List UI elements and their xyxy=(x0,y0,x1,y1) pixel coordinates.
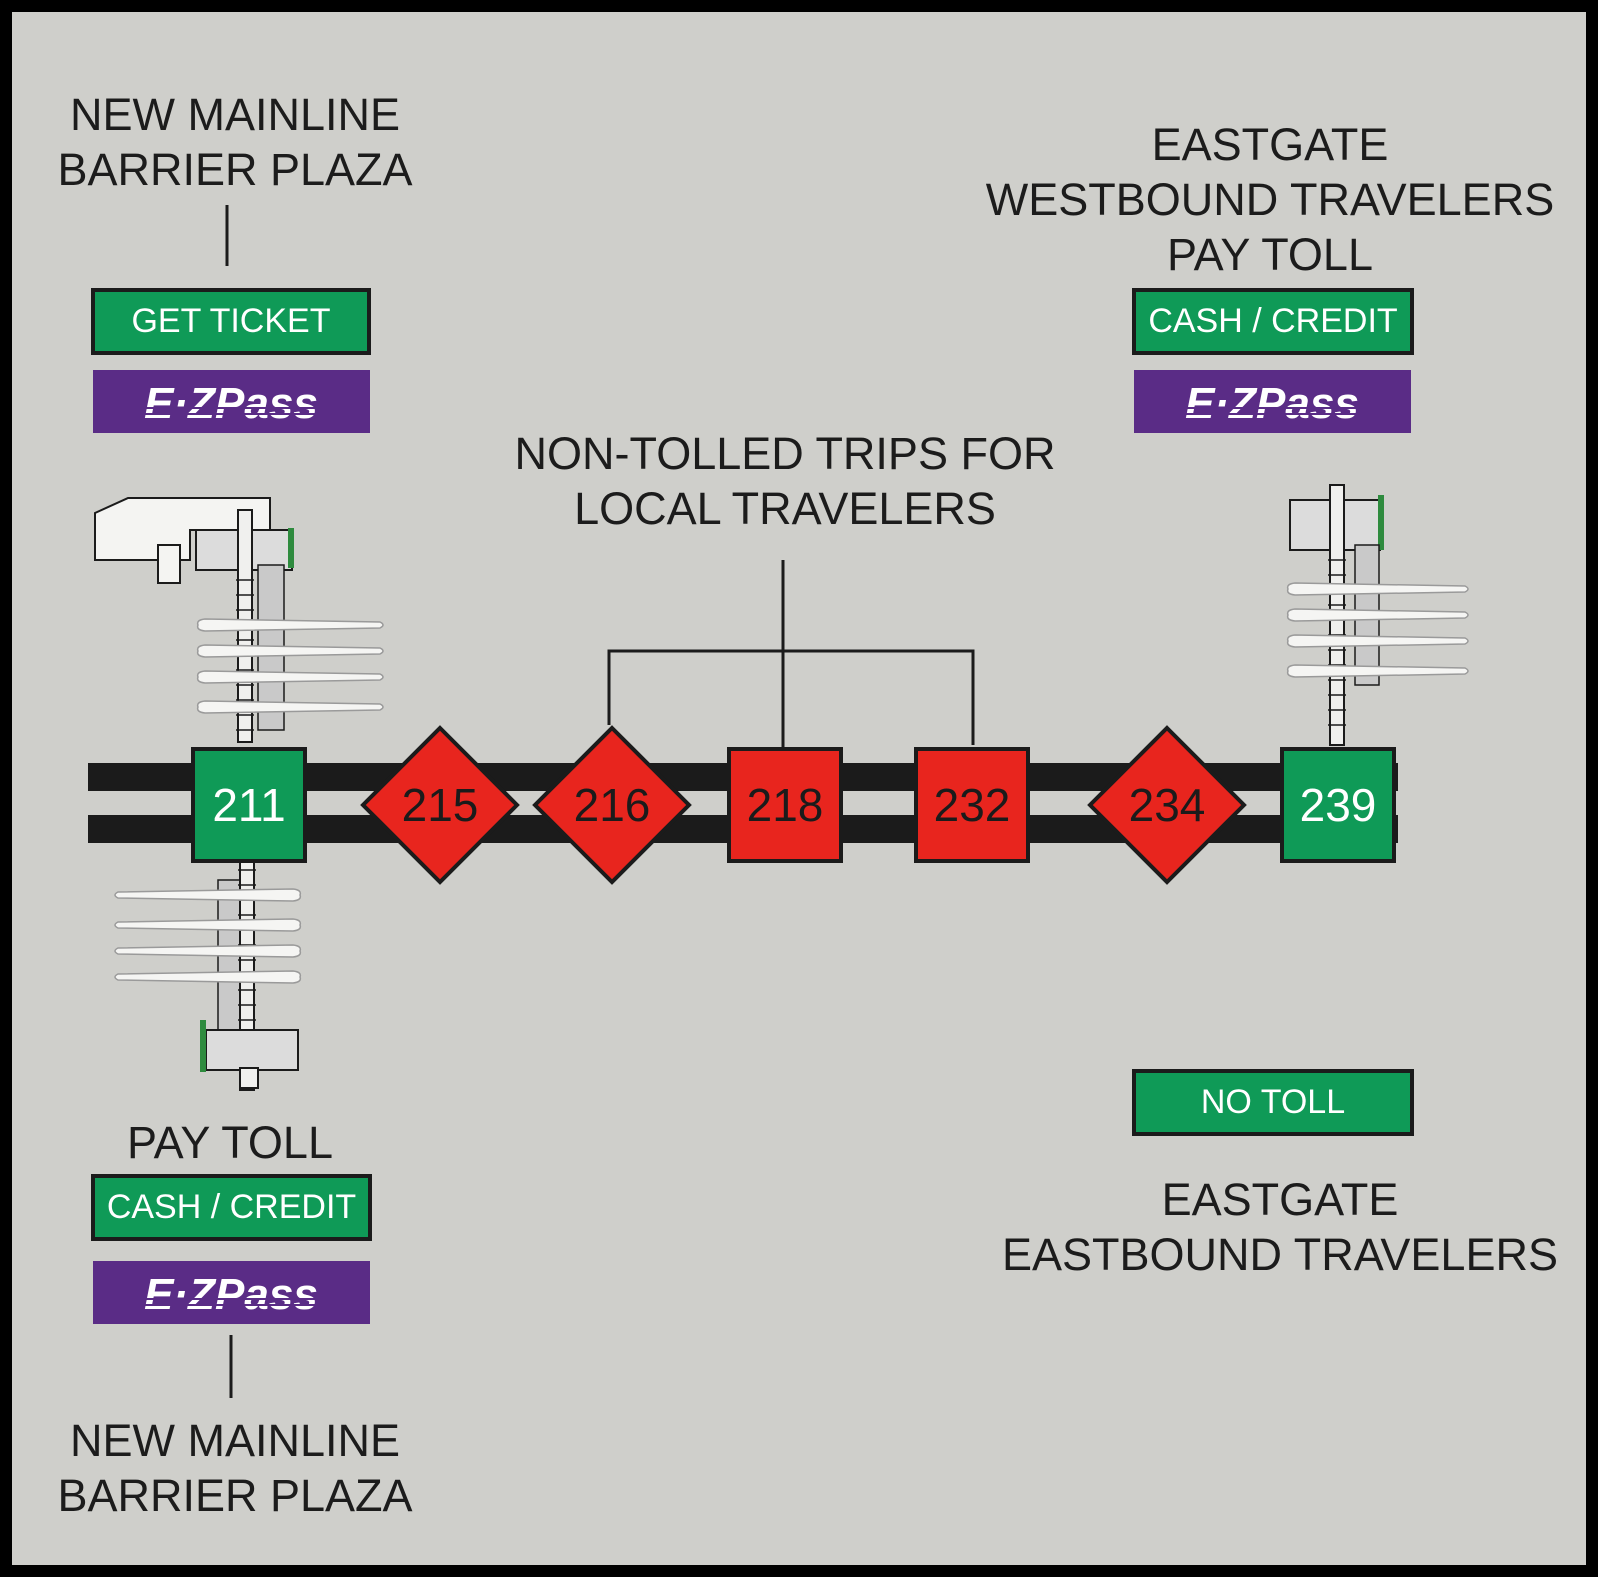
label-line: NON-TOLLED TRIPS FOR xyxy=(514,428,1056,479)
exit-239-marker: 239 xyxy=(1280,747,1396,863)
exit-234-marker: 234 xyxy=(1087,725,1247,885)
toll-plaza-left-lower xyxy=(114,857,302,1091)
label-bottom-left-plaza: NEW MAINLINE BARRIER PLAZA xyxy=(40,1413,430,1523)
ezpass-logo: E·ZPass xyxy=(1134,370,1411,433)
sign-cash-credit-top: CASH / CREDIT xyxy=(1132,288,1414,355)
label-line: EASTBOUND TRAVELERS xyxy=(1002,1229,1558,1280)
label-line: BARRIER PLAZA xyxy=(57,144,413,195)
label-line: EASTGATE xyxy=(1151,119,1389,170)
label-non-tolled: NON-TOLLED TRIPS FOR LOCAL TRAVELERS xyxy=(480,426,1090,536)
exit-211-marker: 211 xyxy=(191,747,307,863)
label-line: BARRIER PLAZA xyxy=(57,1470,413,1521)
label-line: PAY TOLL xyxy=(1167,229,1373,280)
sign-no-toll: NO TOLL xyxy=(1132,1069,1414,1136)
label-top-right: EASTGATE WESTBOUND TRAVELERS PAY TOLL xyxy=(960,117,1580,282)
label-line: WESTBOUND TRAVELERS xyxy=(985,174,1555,225)
exit-216-marker: 216 xyxy=(532,725,692,885)
sign-cash-credit-bottom: CASH / CREDIT xyxy=(91,1174,372,1241)
ezpass-logo-text: E·ZPass xyxy=(1185,379,1359,428)
exit-218-marker: 218 xyxy=(727,747,843,863)
exit-215-marker: 215 xyxy=(360,725,520,885)
label-line: EASTGATE xyxy=(1161,1174,1399,1225)
exit-number: 215 xyxy=(401,779,479,831)
label-pay-toll: PAY TOLL xyxy=(127,1117,333,1168)
exit-232-marker: 232 xyxy=(914,747,1030,863)
ezpass-logo-text: E·ZPass xyxy=(144,1270,318,1319)
sign-get-ticket: GET TICKET xyxy=(91,288,371,355)
label-line: NEW MAINLINE xyxy=(69,89,401,140)
exit-number: 234 xyxy=(1128,779,1206,831)
non-tolled-bracket xyxy=(607,560,975,750)
ezpass-logo: E·ZPass xyxy=(93,1261,370,1324)
label-line: NEW MAINLINE xyxy=(69,1415,401,1466)
exit-number: 216 xyxy=(573,779,651,831)
label-top-left-plaza: NEW MAINLINE BARRIER PLAZA xyxy=(40,87,430,197)
ezpass-logo-text: E·ZPass xyxy=(144,379,318,428)
toll-plaza-right xyxy=(1286,484,1469,746)
label-bottom-right: EASTGATE EASTBOUND TRAVELERS xyxy=(970,1172,1590,1282)
label-line: LOCAL TRAVELERS xyxy=(574,483,996,534)
toll-plaza-left-upper xyxy=(94,497,384,743)
ezpass-logo: E·ZPass xyxy=(93,370,370,433)
